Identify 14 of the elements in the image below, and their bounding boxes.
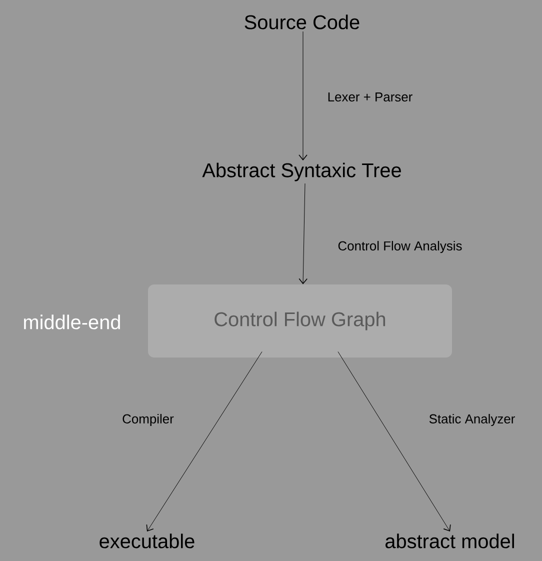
- arrow: [298, 31, 308, 160]
- node-label: executable: [100, 534, 194, 548]
- arrow: [298, 183, 308, 284]
- node-label: Abstract Syntaxic Tree: [202, 162, 401, 182]
- arrow: [338, 351, 451, 532]
- arrow: [146, 351, 262, 532]
- node-label: abstract model: [386, 534, 514, 548]
- edge-label: Lexer + Parser: [328, 92, 412, 102]
- edge-label: Static Analyzer: [429, 414, 515, 426]
- edge-label: Compiler: [122, 414, 174, 426]
- node-label: Source Code: [244, 14, 360, 30]
- side-label: middle-end: [24, 314, 120, 330]
- edge-label: Control Flow Analysis: [338, 240, 462, 254]
- process-box: Control Flow Graph: [148, 284, 452, 358]
